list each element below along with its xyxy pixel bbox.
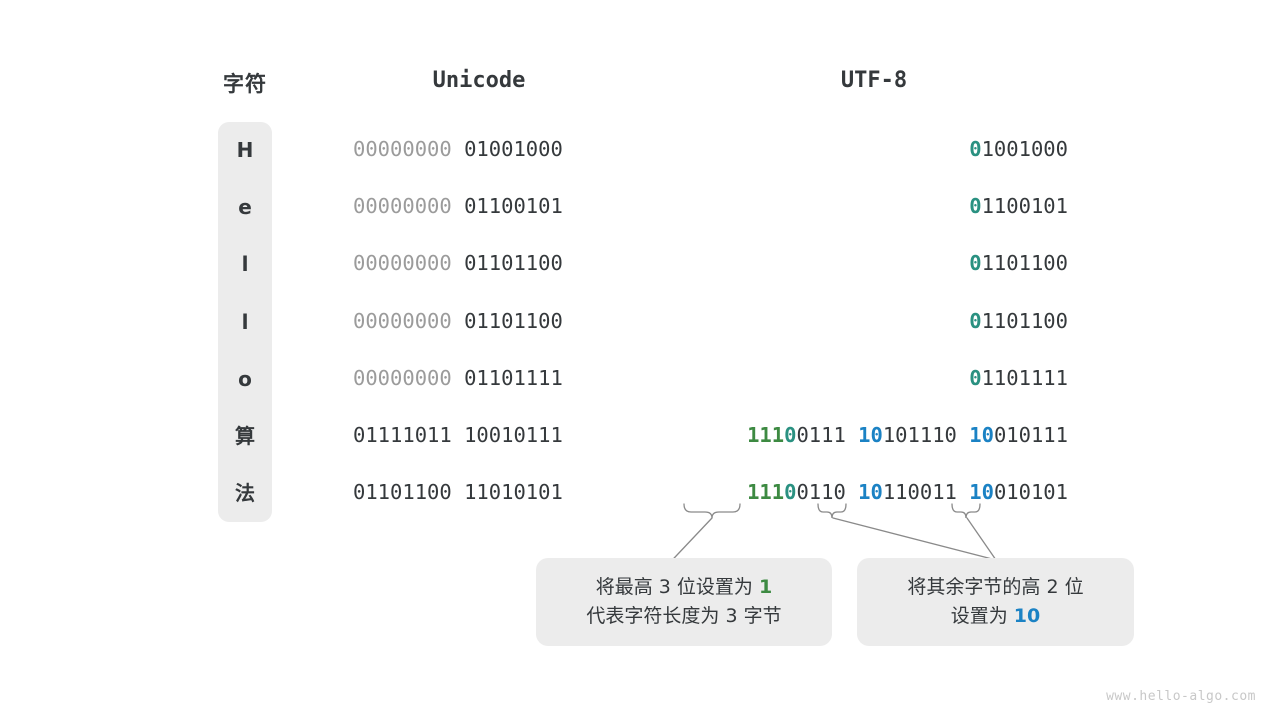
utf8-bits-segment: 1101111 [981, 365, 1068, 390]
utf8-bits: 01101100 [680, 309, 1068, 333]
utf8-bits-segment: 101110 [882, 423, 957, 447]
utf8-bits-segment: 0 [969, 194, 982, 219]
utf8-bits-segment: 0 [784, 480, 797, 505]
unicode-bits-segment: 00000000 [353, 365, 452, 390]
utf8-bits-segment: 0110 [796, 480, 846, 505]
callout-lead-byte-highlight: 1 [758, 575, 773, 598]
utf8-bits-segment: 10 [858, 480, 883, 505]
unicode-bits: 01101100 11010101 [353, 480, 605, 504]
utf8-bits-segment: 1101100 [981, 308, 1068, 333]
unicode-bits-segment: 01101100 [464, 308, 563, 333]
column-header-unicode: Unicode [432, 68, 526, 93]
utf8-bits: 01101100 [680, 251, 1068, 275]
unicode-bits-segment [452, 423, 464, 447]
utf8-bits: 01101111 [680, 366, 1068, 390]
unicode-bits-segment: 01001000 [464, 137, 563, 161]
callout-continuation-byte-line2: 设置为 10 [951, 602, 1041, 631]
utf8-bits-segment: 10 [969, 423, 994, 447]
character-cell: l [241, 309, 249, 334]
unicode-bits: 00000000 01101111 [353, 366, 605, 390]
leader-continuation-byte-1 [832, 517, 997, 561]
character-cell: e [238, 195, 252, 220]
utf8-bits-segment: 0 [784, 423, 797, 447]
utf8-bits-segment [957, 423, 969, 447]
unicode-bits-segment [452, 309, 464, 333]
unicode-bits-segment [452, 251, 464, 275]
utf8-bits-segment: 1001000 [981, 137, 1068, 161]
unicode-bits-segment: 00000000 [353, 251, 452, 276]
character-cell: 法 [235, 481, 255, 506]
utf8-bits-segment: 111 [747, 480, 785, 505]
unicode-bits-segment: 01100101 [464, 194, 563, 219]
unicode-bits: 00000000 01001000 [353, 137, 605, 161]
utf8-bits: 01001000 [680, 137, 1068, 161]
unicode-bits-segment: 01101100 [464, 251, 563, 276]
utf8-bits-segment: 0 [969, 137, 982, 161]
callout-lead-byte-line1-pre: 将最高 3 位设置为 [595, 575, 759, 598]
utf8-bits-segment: 010101 [993, 480, 1068, 505]
utf8-bits-segment: 0 [969, 308, 982, 333]
utf8-bits-segment [957, 480, 969, 504]
callout-continuation-byte: 将其余字节的高 2 位 设置为 10 [857, 558, 1134, 646]
utf8-bits: 11100110 10110011 10010101 [680, 480, 1068, 504]
unicode-bits-segment [452, 480, 464, 504]
utf8-bits-segment [846, 423, 858, 447]
character-cell: 算 [235, 424, 255, 448]
unicode-bits: 00000000 01100101 [353, 194, 605, 218]
unicode-bits: 00000000 01101100 [353, 309, 605, 333]
unicode-bits: 00000000 01101100 [353, 251, 605, 275]
watermark: www.hello-algo.com [1106, 689, 1256, 704]
leader-continuation-byte-2 [966, 517, 997, 561]
callout-lead-byte-line1: 将最高 3 位设置为 1 [596, 573, 772, 602]
unicode-bits-segment [452, 366, 464, 390]
utf8-bits-segment [846, 480, 858, 504]
utf8-bits-segment: 0 [969, 251, 982, 276]
utf8-bits-segment: 1100101 [981, 194, 1068, 219]
unicode-bits-segment: 01101111 [464, 365, 563, 390]
unicode-bits: 01111011 10010111 [353, 423, 605, 447]
column-header-utf8: UTF-8 [840, 68, 908, 93]
callout-continuation-byte-highlight: 10 [1013, 605, 1041, 627]
column-header-character: 字符 [223, 72, 267, 96]
character-cell: H [236, 138, 254, 162]
unicode-bits-segment: 10010111 [464, 423, 563, 447]
utf8-bits-segment: 111 [747, 423, 785, 447]
character-cell: o [238, 366, 252, 391]
unicode-bits-segment: 01111011 [353, 423, 452, 447]
unicode-bits-segment: 01101100 [353, 480, 452, 505]
character-cell: l [241, 252, 249, 277]
unicode-bits-segment [452, 194, 464, 218]
callout-lead-byte-line2: 代表字符长度为 3 字节 [586, 605, 782, 627]
utf8-bits-segment: 010111 [993, 423, 1068, 447]
callout-continuation-byte-line2-pre: 设置为 [950, 605, 1014, 627]
utf8-bits: 11100111 10101110 10010111 [680, 423, 1068, 447]
unicode-bits-segment: 11010101 [464, 480, 563, 505]
unicode-bits-segment: 00000000 [353, 137, 452, 161]
unicode-bits-segment [452, 137, 464, 161]
unicode-bits-segment: 00000000 [353, 308, 452, 333]
callout-continuation-byte-line1: 将其余字节的高 2 位 [907, 575, 1084, 598]
callout-lead-byte: 将最高 3 位设置为 1 代表字符长度为 3 字节 [536, 558, 832, 646]
utf8-bits-segment: 0 [969, 365, 982, 390]
utf8-bits-segment: 0111 [796, 423, 846, 447]
utf8-bits-segment: 1101100 [981, 251, 1068, 276]
utf8-bits-segment: 10 [969, 480, 994, 505]
utf8-bits-segment: 10 [858, 423, 883, 447]
utf8-bits-segment: 110011 [882, 480, 957, 505]
unicode-bits-segment: 00000000 [353, 194, 452, 219]
utf8-bits: 01100101 [680, 194, 1068, 218]
